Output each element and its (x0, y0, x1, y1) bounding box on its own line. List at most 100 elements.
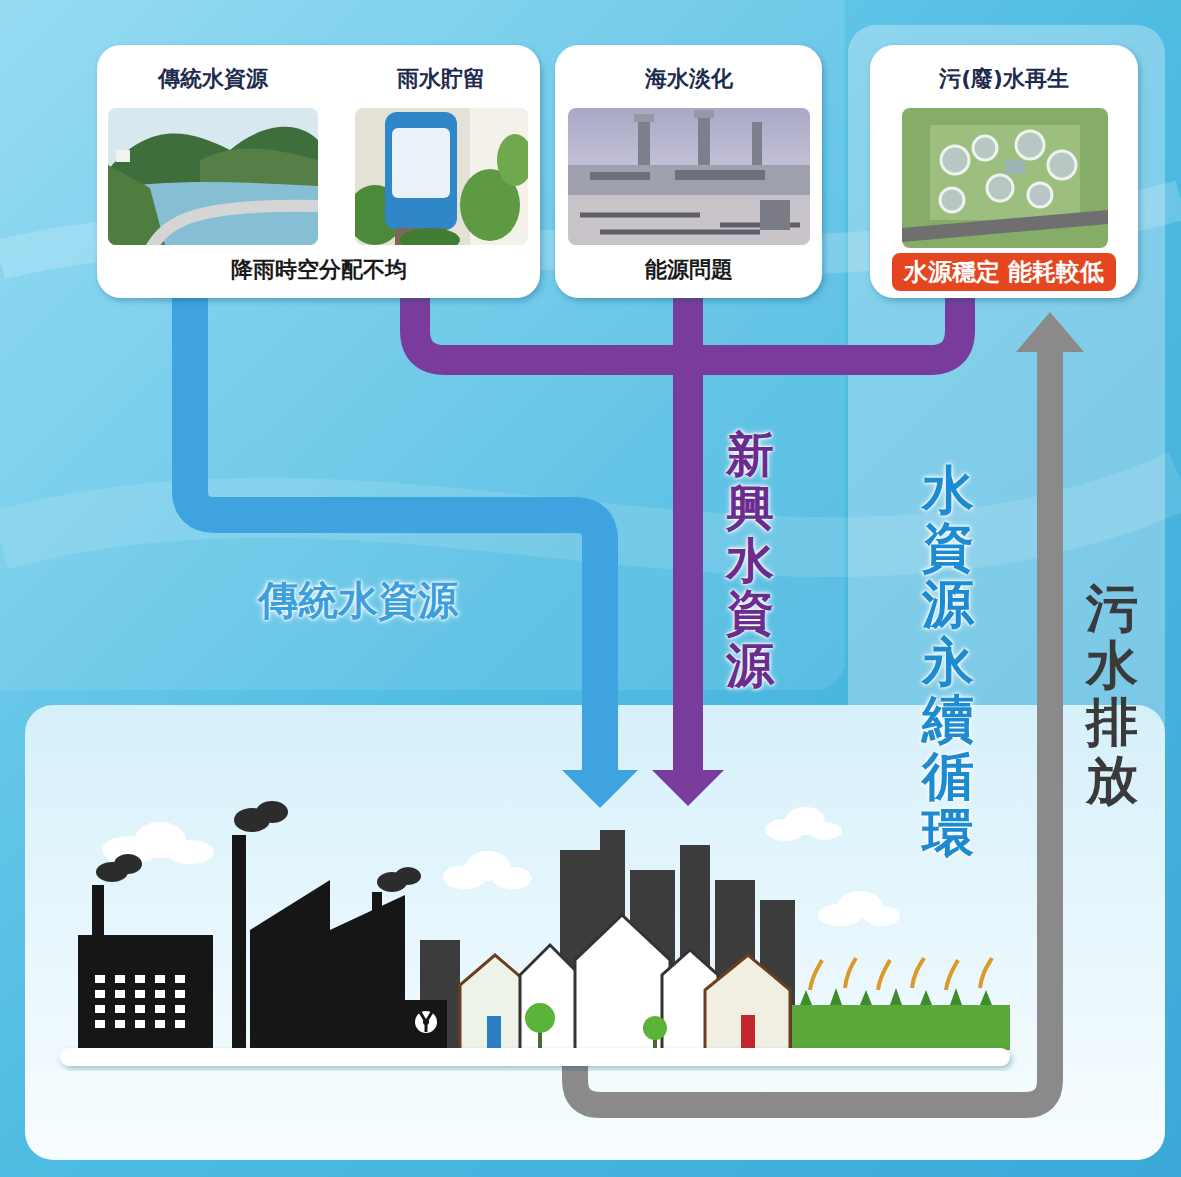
city-illustration (420, 830, 795, 1050)
desalination-photo (590, 172, 650, 180)
desalination-photo (634, 114, 654, 122)
city-illustration (115, 1005, 125, 1013)
city-illustration (420, 1012, 432, 1032)
panel-note: 能源問題 (555, 257, 822, 284)
flow-label: 新興水資源 (726, 428, 774, 692)
city-illustration (95, 1005, 105, 1013)
city-illustration (175, 1005, 185, 1013)
city-illustration (575, 915, 670, 1050)
desalination-photo (568, 108, 810, 245)
city-illustration (135, 975, 145, 983)
treatment-plant-photo (930, 125, 1080, 220)
city-illustration (166, 840, 214, 864)
desalination-photo (675, 170, 765, 180)
city-illustration (115, 975, 125, 983)
flow-arrows (575, 352, 1050, 1105)
city-illustration (135, 1020, 145, 1028)
city-illustration (95, 975, 437, 1033)
flow-arrows (1016, 312, 1084, 352)
city-illustration (114, 854, 142, 874)
city-illustration (372, 892, 382, 952)
city-illustration (250, 880, 330, 1050)
city-illustration (155, 975, 165, 983)
city-illustration (741, 1015, 755, 1050)
rain-barrel-photo (385, 112, 457, 230)
city-illustration (256, 801, 288, 823)
treatment-plant-photo (902, 210, 1108, 242)
panel: 污(廢)水再生水源穩定 能耗較低 (870, 45, 1138, 298)
panel-backgrounds (555, 45, 822, 298)
city-illustration (810, 958, 992, 990)
treatment-plant-photo (1048, 151, 1076, 179)
desalination-photo (760, 200, 790, 230)
treatment-plant-photo (1005, 160, 1025, 174)
cycle-label: 水資源永續循環 (922, 462, 974, 862)
city-illustration (705, 955, 790, 1050)
photo-card: 傳統水資源 (108, 62, 318, 245)
flow-arrows (673, 298, 703, 772)
desalination-photo (568, 108, 810, 245)
city-illustration (175, 1020, 185, 1028)
city-illustration (60, 801, 1010, 1066)
reservoir-photo (150, 206, 318, 245)
desalination-photo (752, 122, 762, 172)
city-illustration (155, 990, 165, 998)
city-illustration (95, 990, 105, 998)
treatment-plant-photo (1028, 183, 1052, 207)
city-illustration (864, 906, 900, 926)
city-illustration (643, 1016, 667, 1040)
city-illustration (415, 1011, 437, 1033)
city-illustration (78, 935, 213, 1050)
city-illustration (520, 945, 580, 1050)
city-illustration (115, 990, 125, 998)
city-illustration (95, 1020, 105, 1028)
flow-arrows (190, 298, 1084, 1105)
card-heading: 雨水貯留 (352, 66, 530, 93)
flow-label: 污水排放 (1086, 580, 1138, 809)
city-illustration (792, 1005, 1010, 1050)
flow-label: 傳統水資源 (258, 578, 458, 622)
rain-barrel-photo (392, 128, 450, 198)
panel-backgrounds (97, 45, 1138, 298)
city-illustration (78, 835, 447, 1050)
desalination-photo (568, 195, 810, 245)
treatment-plant-photo (973, 136, 997, 160)
reservoir-photo (116, 150, 130, 162)
city-illustration (135, 990, 145, 998)
panel: 降雨時空分配不均傳統水資源雨水貯留 (97, 45, 540, 298)
city-illustration (92, 885, 104, 935)
reservoir-photo (108, 108, 318, 245)
flow-arrows (562, 770, 638, 808)
treatment-plant-photo (902, 108, 1108, 248)
panel: 海水淡化能源問題 (555, 45, 822, 298)
desalination-photo (638, 118, 650, 173)
treatment-plant-photo (940, 188, 964, 212)
city-illustration (155, 1005, 165, 1013)
city-illustration (808, 822, 842, 840)
city-illustration (95, 975, 105, 983)
flow-arrows (652, 770, 724, 806)
city-illustration (232, 835, 246, 1050)
treatment-plant-photo (902, 108, 1108, 248)
city-illustration (525, 1003, 555, 1033)
city-illustration (155, 1020, 165, 1028)
card-heading: 傳統水資源 (108, 66, 318, 93)
rain-barrel-photo (400, 228, 460, 245)
city-illustration (395, 867, 421, 885)
city-illustration (405, 1000, 447, 1050)
card-heading: 污(廢)水再生 (870, 66, 1138, 93)
treatment-plant-photo (1016, 131, 1044, 159)
rain-barrel-photo (497, 134, 528, 186)
panel-backgrounds (870, 45, 1138, 298)
city-illustration (330, 895, 405, 1050)
city-illustration (96, 801, 421, 892)
panel-backgrounds (97, 45, 540, 298)
desalination-photo (694, 110, 714, 118)
reservoir-photo (108, 108, 318, 245)
city-illustration (492, 867, 532, 889)
city-illustration (175, 990, 185, 998)
treatment-plant-photo (987, 175, 1013, 201)
